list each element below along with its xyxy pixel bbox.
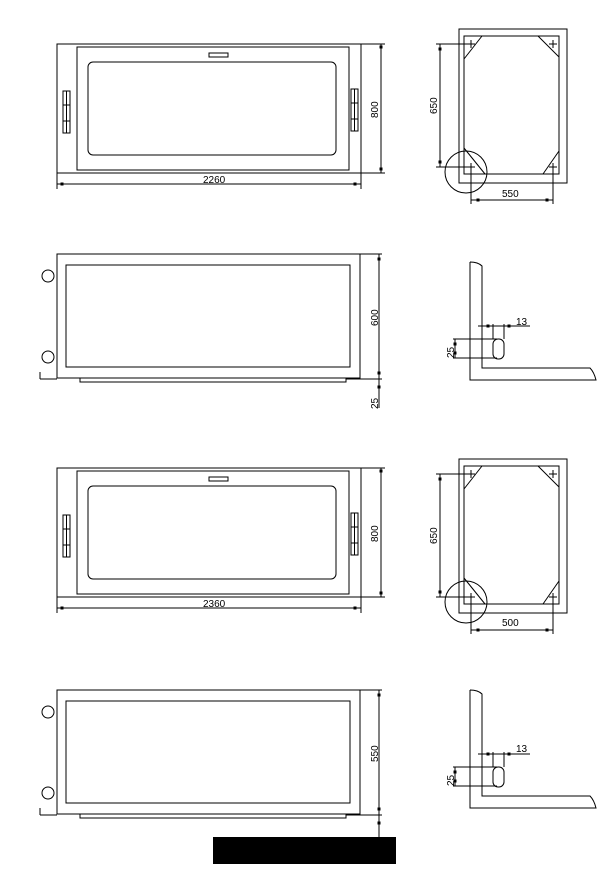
outer-frame bbox=[57, 254, 360, 378]
front-view-1 bbox=[57, 44, 385, 189]
hinge-circle bbox=[42, 270, 54, 282]
dimension-tick bbox=[486, 324, 490, 328]
slot-width-label: 13 bbox=[516, 744, 528, 755]
height-dimension-label: 550 bbox=[370, 745, 381, 762]
slot-height-label: 25 bbox=[446, 346, 457, 358]
angle-profile-2 bbox=[453, 690, 596, 808]
detail-circle bbox=[445, 581, 487, 623]
hinge-circle bbox=[42, 787, 54, 799]
glass-panel bbox=[66, 265, 350, 367]
dimension-tick bbox=[476, 198, 480, 202]
corner-brace bbox=[464, 148, 485, 174]
glass-window bbox=[88, 62, 336, 155]
glass-window bbox=[88, 486, 336, 579]
corner-width-label: 500 bbox=[502, 618, 519, 629]
outer-frame bbox=[57, 690, 360, 814]
corner-brace bbox=[464, 36, 482, 59]
corner-brace bbox=[538, 466, 559, 487]
height-dimension-label: 800 bbox=[370, 525, 381, 542]
corner-view-1 bbox=[436, 29, 567, 204]
corner-brace bbox=[543, 581, 559, 604]
dimension-tick bbox=[377, 385, 381, 389]
dimension-tick bbox=[507, 324, 511, 328]
inner-frame bbox=[464, 466, 559, 604]
dimension-tick bbox=[453, 779, 457, 783]
dimension-tick bbox=[438, 590, 442, 594]
angle-outline bbox=[470, 262, 596, 380]
dimension-tick bbox=[353, 182, 357, 186]
corner-brace bbox=[464, 578, 485, 604]
side-view-2 bbox=[40, 690, 382, 844]
corner-brace bbox=[464, 466, 482, 489]
outer-frame bbox=[57, 44, 361, 173]
dimension-tick bbox=[545, 198, 549, 202]
top-handle bbox=[209, 53, 228, 57]
base-plate bbox=[80, 814, 346, 818]
dimension-tick bbox=[438, 47, 442, 51]
dimension-tick bbox=[60, 606, 64, 610]
dimension-tick bbox=[379, 591, 383, 595]
corner-brace bbox=[543, 151, 559, 174]
base-plate bbox=[80, 378, 346, 382]
redaction-bar bbox=[213, 837, 396, 864]
width-dimension-label: 2260 bbox=[203, 175, 226, 186]
outer-frame bbox=[57, 468, 361, 597]
front-view-2 bbox=[57, 468, 385, 613]
corner-height-label: 650 bbox=[429, 97, 440, 114]
base-dimension-label: 25 bbox=[370, 397, 381, 409]
dimension-tick bbox=[545, 628, 549, 632]
dimension-tick bbox=[453, 351, 457, 355]
height-dimension-label: 600 bbox=[370, 309, 381, 326]
dimension-tick bbox=[377, 257, 381, 261]
slot bbox=[493, 767, 504, 787]
side-view-1 bbox=[40, 254, 382, 408]
outer-frame bbox=[459, 29, 567, 183]
dimension-tick bbox=[476, 628, 480, 632]
dimension-tick bbox=[507, 752, 511, 756]
outer-frame bbox=[459, 459, 567, 613]
glass-panel bbox=[66, 701, 350, 803]
width-dimension-label: 2360 bbox=[203, 599, 226, 610]
dimension-tick bbox=[453, 770, 457, 774]
dimension-tick bbox=[486, 752, 490, 756]
corner-view-2 bbox=[436, 459, 567, 634]
dimension-tick bbox=[60, 182, 64, 186]
slot bbox=[493, 339, 504, 359]
inner-frame bbox=[77, 471, 349, 594]
hinge-circle bbox=[42, 706, 54, 718]
hinge-circle bbox=[42, 351, 54, 363]
angle-profile-1 bbox=[453, 262, 596, 380]
dimension-tick bbox=[353, 606, 357, 610]
corner-width-label: 550 bbox=[502, 189, 519, 200]
dimension-tick bbox=[453, 342, 457, 346]
dimension-tick bbox=[377, 807, 381, 811]
dimension-tick bbox=[377, 693, 381, 697]
inner-frame bbox=[464, 36, 559, 174]
corner-height-label: 650 bbox=[429, 527, 440, 544]
dimension-tick bbox=[377, 371, 381, 375]
inner-frame bbox=[77, 47, 349, 170]
dimension-tick bbox=[379, 45, 383, 49]
top-handle bbox=[209, 477, 228, 481]
angle-outline bbox=[470, 690, 596, 808]
corner-brace bbox=[538, 36, 559, 57]
dimension-tick bbox=[379, 167, 383, 171]
slot-height-label: 25 bbox=[446, 774, 457, 786]
height-dimension-label: 800 bbox=[370, 101, 381, 118]
slot-width-label: 13 bbox=[516, 317, 528, 328]
dimension-tick bbox=[379, 469, 383, 473]
dimension-tick bbox=[438, 477, 442, 481]
dimension-tick bbox=[438, 160, 442, 164]
detail-circle bbox=[445, 151, 487, 193]
dimension-tick bbox=[377, 821, 381, 825]
